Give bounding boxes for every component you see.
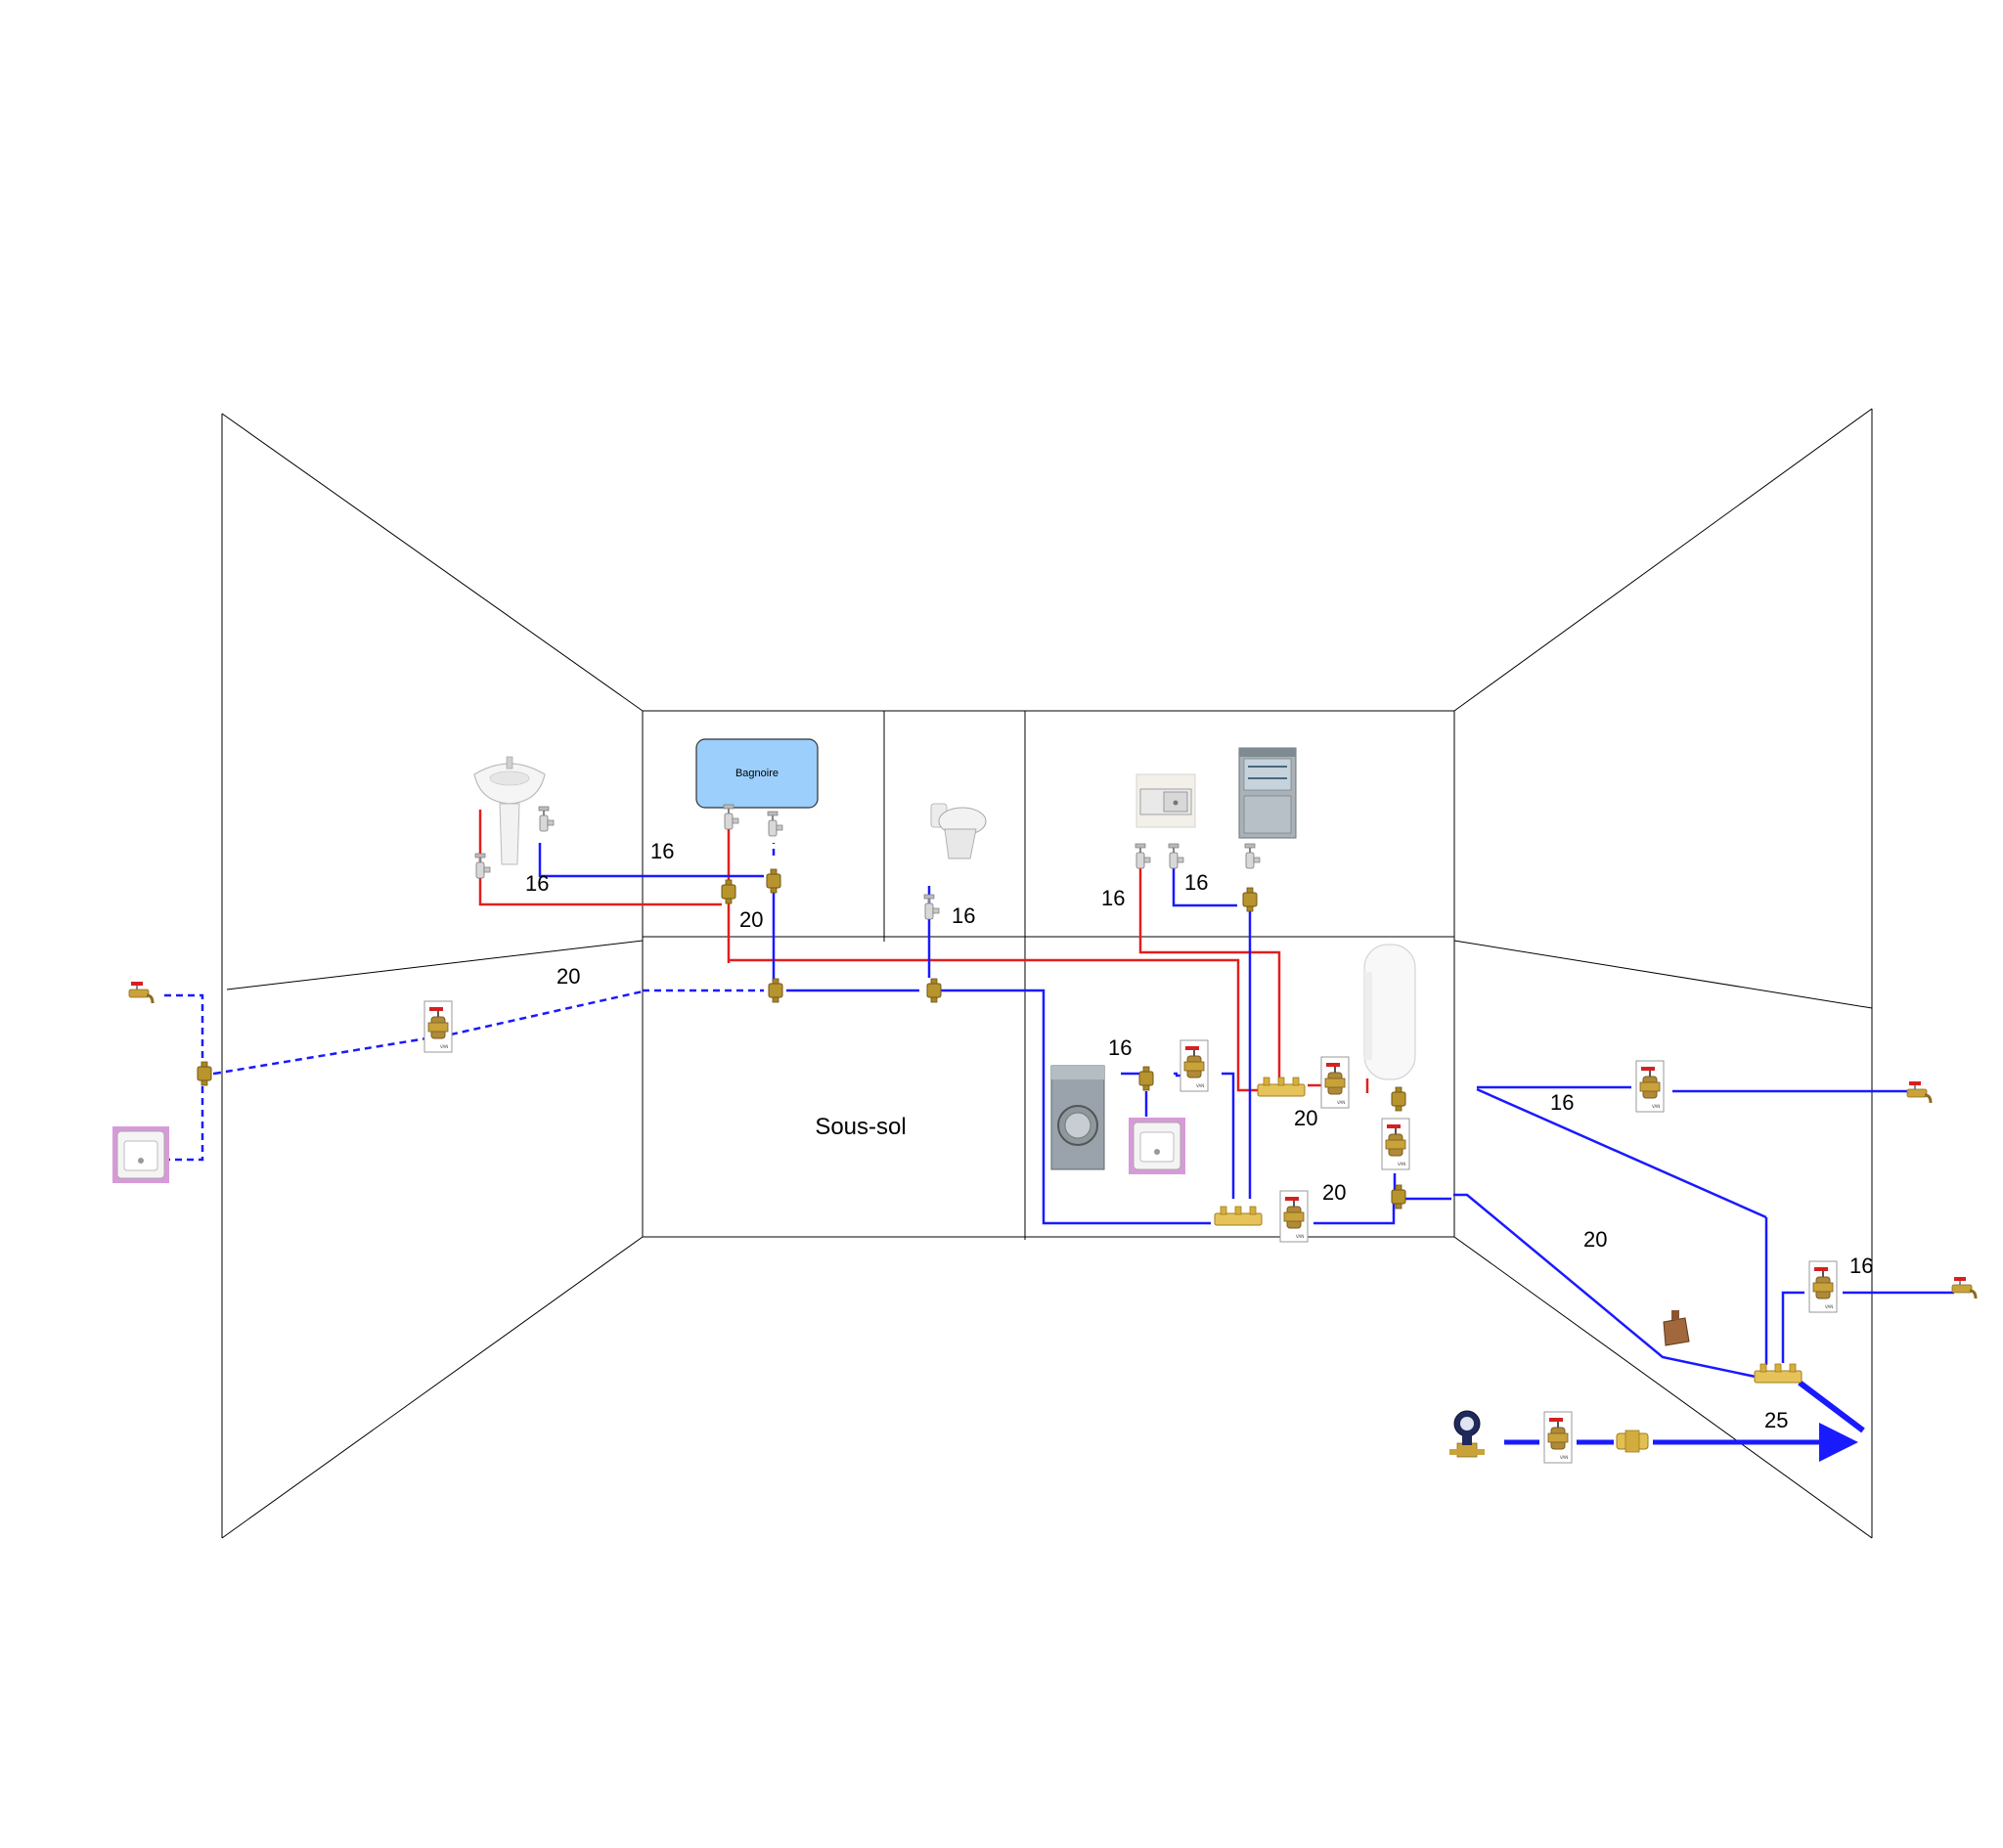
tee-fitting-icon <box>766 868 781 894</box>
ball-valve-icon <box>1635 1060 1665 1113</box>
dimension-label: 20 <box>739 907 763 932</box>
utility-sink-icon-left <box>111 1125 170 1184</box>
tee-fitting-icon <box>1138 1066 1154 1091</box>
tee-fitting-icon <box>1391 1086 1406 1112</box>
dimension-label: 20 <box>1583 1227 1607 1252</box>
angle-valve-icon <box>723 804 739 830</box>
manifold-icon <box>1257 1077 1306 1097</box>
washing-machine-icon <box>1050 1065 1105 1170</box>
dimension-label: 20 <box>556 964 580 989</box>
dimension-label: 16 <box>1184 870 1208 895</box>
kitchen-sink-icon <box>1135 773 1196 828</box>
tee-fitting-icon <box>1242 887 1258 912</box>
outdoor-tap-icon <box>127 980 155 1005</box>
room-perspective <box>221 408 1873 1539</box>
ball-valve-icon <box>1279 1190 1309 1243</box>
dimension-label: 16 <box>525 871 549 896</box>
tee-fitting-icon <box>768 978 783 1003</box>
check-valve-icon <box>1616 1430 1649 1453</box>
angle-valve-icon <box>538 806 555 832</box>
basement-label: Sous-sol <box>815 1114 906 1140</box>
ball-valve-icon <box>1180 1039 1209 1092</box>
dimension-label: 20 <box>1294 1106 1317 1130</box>
water-heater-icon <box>1363 944 1416 1080</box>
manifold-icon <box>1754 1363 1803 1384</box>
outdoor-tap-icon <box>1905 1079 1933 1105</box>
tee-fitting-icon <box>197 1061 212 1086</box>
outdoor-tap-icon <box>1950 1275 1978 1300</box>
cold-water-dashed-pipes <box>164 843 1178 1162</box>
angle-valve-icon <box>474 853 491 879</box>
bathtub-icon: Bagnoire <box>695 738 819 809</box>
utility-sink-icon-basement <box>1128 1117 1186 1175</box>
angle-valve-icon <box>1135 843 1151 869</box>
dimension-label: 16 <box>1849 1254 1873 1278</box>
ball-valve-icon <box>1320 1056 1350 1109</box>
lavabo-icon <box>473 756 546 865</box>
dishwasher-icon <box>1238 747 1297 839</box>
tee-fitting-icon <box>926 978 942 1003</box>
dimension-label: 16 <box>650 839 674 863</box>
dimension-label: 25 <box>1764 1408 1788 1432</box>
hot-water-pipes <box>478 810 1369 1093</box>
water-meter-icon <box>1449 1410 1485 1458</box>
ball-valve-icon <box>1808 1260 1838 1313</box>
angle-valve-icon <box>1168 843 1184 869</box>
angle-valve-icon <box>1244 843 1261 869</box>
dimension-label: 16 <box>1108 1035 1132 1060</box>
dimension-label: 16 <box>1550 1090 1574 1115</box>
angle-valve-icon <box>923 894 940 920</box>
dimension-label: 20 <box>1322 1180 1346 1205</box>
bathtub-label: Bagnoire <box>735 768 779 779</box>
main-inlet <box>1504 1380 1865 1462</box>
pressure-reducer-icon <box>1663 1310 1690 1346</box>
dimension-label: 16 <box>1101 886 1125 910</box>
ball-valve-icon <box>1381 1118 1410 1170</box>
ball-valve-icon <box>1543 1411 1573 1464</box>
tee-fitting-icon <box>721 879 736 904</box>
ball-valve-icon <box>423 1000 453 1053</box>
manifold-icon <box>1214 1206 1263 1226</box>
dimension-label: 16 <box>952 903 975 928</box>
angle-valve-icon <box>767 811 783 837</box>
toilet-icon <box>930 803 987 859</box>
